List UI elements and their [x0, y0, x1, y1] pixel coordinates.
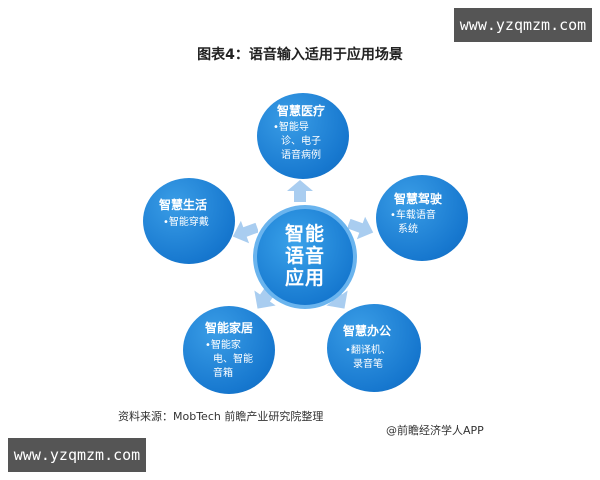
- center-line-3: 应用: [284, 267, 325, 289]
- node-medical-line-3: 语音病例: [281, 150, 321, 161]
- node-driving-body: •车载语音 系统: [390, 209, 436, 237]
- node-office-line-1: •翻译机、: [345, 345, 391, 356]
- credit-note: @前瞻经济学人APP: [386, 424, 484, 437]
- node-medical-line-2: 诊、电子: [281, 136, 321, 147]
- arrow-up-icon: [287, 180, 313, 202]
- node-home-title: 智能家居: [205, 321, 254, 335]
- node-life-body: •智能穿戴: [163, 216, 209, 230]
- node-medical-body: •智能导 诊、电子 语音病例: [273, 121, 321, 163]
- figure-title: 图表4：语音输入适用于应用场景: [197, 47, 403, 63]
- node-life-line-1: •智能穿戴: [163, 217, 209, 228]
- node-medical: 智慧医疗 •智能导 诊、电子 语音病例: [257, 93, 349, 179]
- node-office-body: •翻译机、 录音笔: [345, 344, 391, 372]
- node-home: 智能家居 •智能家 电、智能 音箱: [183, 306, 275, 394]
- node-office-title: 智慧办公: [343, 324, 392, 338]
- node-driving-line-2: 系统: [398, 224, 418, 235]
- node-driving-title: 智慧驾驶: [394, 192, 443, 206]
- node-home-line-1: •智能家: [205, 340, 241, 351]
- node-medical-line-1: •智能导: [273, 122, 309, 133]
- node-life: 智慧生活 •智能穿戴: [143, 178, 235, 264]
- node-driving: 智慧驾驶 •车载语音 系统: [376, 175, 468, 261]
- node-office-line-2: 录音笔: [353, 359, 383, 370]
- center-node: 智能 语音 应用: [253, 205, 357, 309]
- site-watermark-top: www.yzqmzm.com: [454, 8, 592, 42]
- arrow-left-icon: [232, 220, 258, 244]
- node-driving-line-1: •车载语音: [390, 210, 436, 221]
- node-home-line-3: 音箱: [213, 368, 233, 379]
- node-home-body: •智能家 电、智能 音箱: [205, 339, 253, 381]
- node-office: 智慧办公 •翻译机、 录音笔: [327, 304, 421, 392]
- center-line-1: 智能: [284, 223, 325, 245]
- site-watermark-bottom: www.yzqmzm.com: [8, 438, 146, 472]
- node-life-title: 智慧生活: [159, 198, 208, 212]
- arrow-right-icon: [348, 216, 374, 240]
- node-home-line-2: 电、智能: [213, 354, 253, 365]
- node-medical-title: 智慧医疗: [277, 104, 326, 118]
- center-label: 智能 语音 应用: [257, 223, 353, 289]
- center-line-2: 语音: [284, 245, 325, 267]
- source-note: 资料来源：MobTech 前瞻产业研究院整理: [118, 410, 324, 423]
